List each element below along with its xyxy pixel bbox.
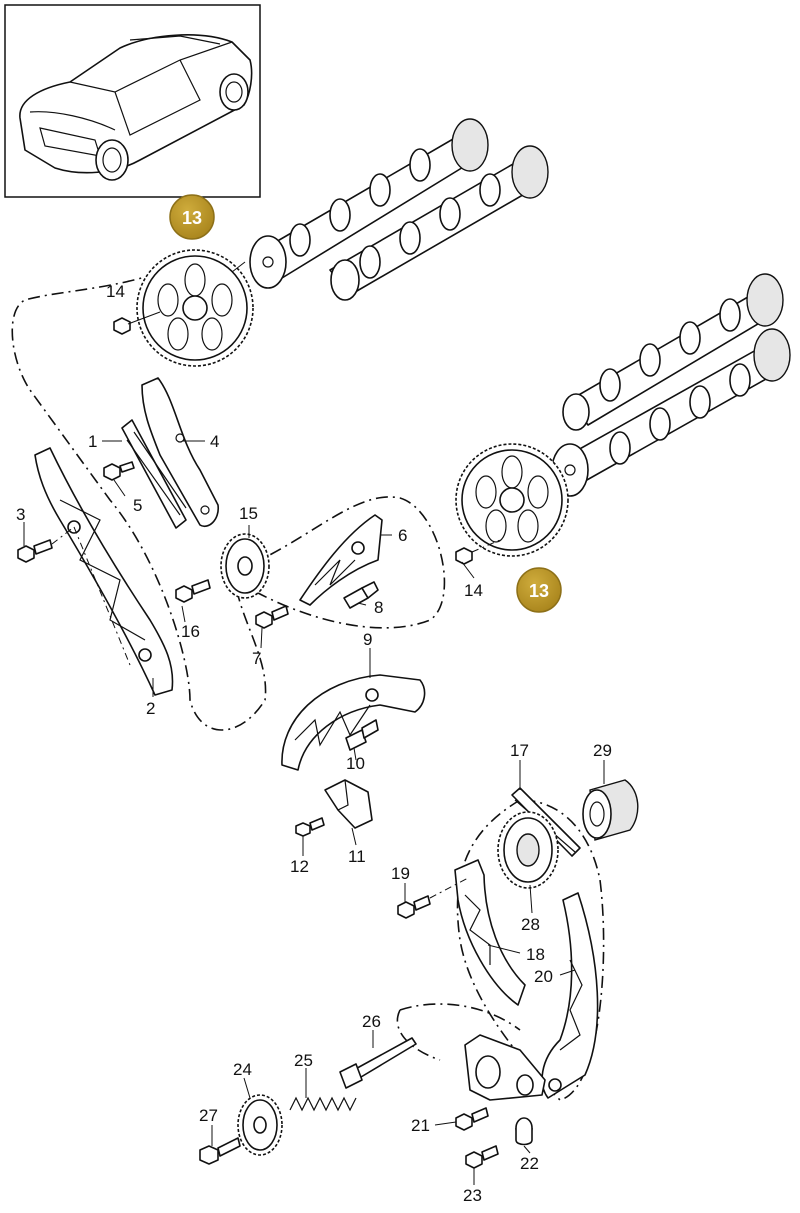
chain-guide-18 (454, 859, 526, 1006)
pin-8 (343, 581, 379, 609)
chain-tensioner-housing (464, 1034, 546, 1101)
part-label-2: 2 (146, 699, 155, 718)
bolt-12 (295, 817, 325, 837)
spring-25 (289, 1096, 357, 1112)
part-label-12: 12 (290, 857, 309, 876)
chain-guide-9 (281, 674, 426, 771)
part-label-11: 11 (348, 847, 366, 866)
part-label-14-upper: 14 (106, 282, 125, 301)
part-label-6: 6 (398, 526, 407, 545)
car-thumbnail-icon (4, 4, 261, 198)
gear-24 (237, 1094, 283, 1156)
part-label-1: 1 (88, 432, 97, 451)
bolt-16 (175, 579, 211, 603)
chain-segment-upper (121, 419, 187, 529)
part-label-18: 18 (526, 945, 545, 964)
gear-29 (582, 779, 639, 841)
callout-badge-13-right[interactable]: 13 (516, 567, 562, 613)
part-label-27: 27 (199, 1106, 218, 1125)
badge-13-upper-text: 13 (182, 208, 202, 228)
part-label-17: 17 (510, 741, 529, 760)
bolt-14-right (455, 539, 501, 565)
timing-chain-left-run (11, 264, 267, 731)
part-label-3: 3 (16, 505, 25, 524)
timing-chain-middle-run (234, 496, 446, 629)
bolt-23 (465, 1145, 499, 1169)
part-label-14-right: 14 (464, 581, 483, 600)
chain-guide-4 (141, 377, 219, 527)
camshaft-upper-pair (249, 118, 549, 301)
part-label-22: 22 (520, 1154, 539, 1173)
tensioner-rail-2 (34, 447, 174, 696)
part-label-4: 4 (210, 432, 219, 451)
part-label-25: 25 (294, 1051, 313, 1070)
part-label-23: 23 (463, 1186, 482, 1205)
bolt-19 (397, 877, 469, 919)
part-label-8: 8 (374, 598, 383, 617)
bolt-14-upper (113, 311, 161, 335)
pin-10 (345, 719, 379, 751)
camshaft-sprocket-right (455, 443, 569, 557)
bolt-5 (103, 461, 135, 481)
crankshaft-sprocket-28 (497, 811, 559, 889)
bolt-21 (455, 1107, 489, 1131)
tensioner-rail-20 (541, 892, 599, 1099)
part-label-7: 7 (252, 649, 261, 668)
part-label-10: 10 (346, 754, 365, 773)
camshaft-right-pair (551, 273, 791, 497)
part-label-21: 21 (411, 1116, 430, 1135)
part-label-28: 28 (521, 915, 540, 934)
bolt-3 (17, 526, 75, 563)
callout-badge-13-upper[interactable]: 13 (169, 194, 215, 240)
bolt-7 (255, 605, 289, 629)
part-label-5: 5 (133, 496, 142, 515)
part-label-26: 26 (362, 1012, 381, 1031)
sprocket-15 (220, 533, 270, 599)
part-label-9: 9 (363, 630, 372, 649)
tensioner-outline-dash (396, 1003, 521, 1061)
part-label-29: 29 (593, 741, 612, 760)
part-label-19: 19 (391, 864, 410, 883)
badge-13-right-text: 13 (529, 581, 549, 601)
bolt-27 (199, 1137, 241, 1165)
bracket-11 (324, 779, 373, 829)
part-label-20: 20 (534, 967, 553, 986)
part-label-24: 24 (233, 1060, 252, 1079)
leader-lines (23, 440, 605, 1185)
part-label-16: 16 (181, 622, 200, 641)
tensioner-plunger-26 (339, 1037, 417, 1089)
bushing-22 (515, 1117, 533, 1146)
chain-guide-6 (299, 514, 383, 606)
camshaft-sprocket-upper (136, 249, 254, 367)
part-label-15: 15 (239, 504, 258, 523)
